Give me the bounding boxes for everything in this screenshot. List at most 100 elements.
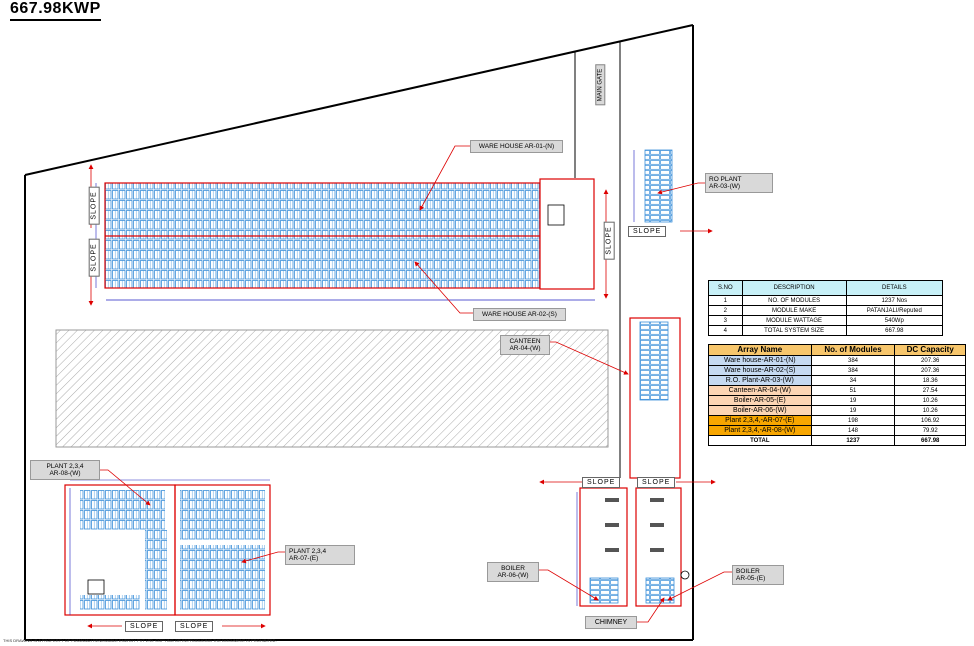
plant-ar08-label-line1: PLANT 2,3,4 [46,463,84,470]
array-table-cell-modules: 384 [810,355,896,366]
slope-label-warehouse-s: SLOPE [88,238,100,277]
warehouse-array [95,178,595,301]
array-table-cell-name: Boiler-AR-05-(E) [708,395,812,406]
ro-plant-label: RO PLANT AR-03-(W) [705,173,773,193]
slope-label-boiler-w: SLOPE [582,477,621,488]
array-table-cell-name: Plant 2,3,4,-AR-08-(W) [708,425,812,436]
ro-plant-label-line2: AR-03-(W) [709,183,741,190]
array-table-cell-modules: 19 [810,395,896,406]
page-title: 667.98KWP [10,0,101,21]
plant-ar08-label-line2: AR-08-(W) [49,470,81,477]
array-table-cell-name: Ware house-AR-01-(N) [708,355,812,366]
canteen-label: CANTEEN AR-04-(W) [500,335,550,355]
array-table-cell-modules: 198 [810,415,896,426]
spec-header-sno: S.NO [708,280,743,296]
spec-table-header: S.NO DESCRIPTION DETAILS [708,280,944,296]
canteen-array [629,317,681,479]
plant-ar07-label-line1: PLANT 2,3,4 [289,548,327,555]
slope-label-east: SLOPE [603,221,615,260]
array-header-dc: DC Capacity [894,344,966,356]
array-table-cell-name: Ware house-AR-02-(S) [708,365,812,376]
array-table-cell-name: Boiler-AR-06-(W) [708,405,812,416]
array-table-cell-modules: 384 [810,365,896,376]
footer-note: THIS DRAWING IS A PROPERTY OF PATANJALI … [3,638,277,643]
spec-header-description: DESCRIPTION [741,280,847,296]
boiler-ar06-label-line1: BOILER [501,565,525,572]
ro-plant-label-line1: RO PLANT [709,176,742,183]
main-gate-label: MAIN GATE [595,64,606,106]
boiler-ar05-label-line1: BOILER [736,568,760,575]
boiler-ar06-label-line2: AR-06-(W) [497,572,529,579]
array-total-cell-name: TOTAL [708,435,812,446]
array-total-cell-dc: 667.98 [894,435,966,446]
main-gate-road [574,42,621,478]
slope-label-plant-e: SLOPE [175,621,214,632]
boiler-ar05-label: BOILER AR-05-(E) [732,565,784,585]
array-table-cell-name: Plant 2,3,4,-AR-07-(E) [708,415,812,426]
boiler-ar06-label: BOILER AR-06-(W) [487,562,539,582]
array-table-cell-dc: 10.26 [894,395,966,406]
array-total-cell-modules: 1237 [810,435,896,446]
warehouse-ar01-label: WARE HOUSE AR-01-(N) [470,140,563,153]
array-table-cell-modules: 51 [810,385,896,396]
canteen-label-line2: AR-04-(W) [509,345,541,352]
warehouse-ar02-label: WARE HOUSE AR-02-(S) [473,308,566,321]
array-table-cell-dc: 207.36 [894,365,966,376]
array-table-header: Array Name No. of Modules DC Capacity [708,344,966,356]
spec-table-cell: 540Wp [845,315,944,326]
slope-label-boiler-e: SLOPE [637,477,676,488]
array-table-cell-modules: 148 [810,425,896,436]
canteen-label-line1: CANTEEN [509,338,541,345]
spec-table-cell: 4 [708,325,743,336]
spec-table-cell: NO. OF MODULES [741,295,847,306]
chimney-label: CHIMNEY [585,616,637,629]
spec-table-cell: 2 [708,305,743,316]
boiler-array [576,487,690,607]
ro-plant-array [633,149,673,223]
slope-label-ro: SLOPE [628,226,667,237]
spec-table-cell: MODULE MAKE [741,305,847,316]
array-table-cell-dc: 79.92 [894,425,966,436]
spec-table-cell: 3 [708,315,743,326]
spec-table-cell: 1237 Nos [845,295,944,306]
array-table-cell-dc: 18.36 [894,375,966,386]
spec-table-cell: 1 [708,295,743,306]
boiler-ar05-label-line2: AR-05-(E) [736,575,766,582]
array-table-cell-dc: 207.36 [894,355,966,366]
array-table: Array Name No. of Modules DC Capacity Wa… [708,344,966,446]
array-table-cell-dc: 106.92 [894,415,966,426]
spec-table-cell: 667.98 [845,325,944,336]
plant-ar07-label-line2: AR-07-(E) [289,555,319,562]
spec-table-cell: PATANJALI/Reputed [845,305,944,316]
spec-table-cell: MODULE WATTAGE [741,315,847,326]
array-table-cell-modules: 19 [810,405,896,416]
array-table-cell-name: Canteen-AR-04-(W) [708,385,812,396]
array-header-name: Array Name [708,344,812,356]
array-table-cell-name: R.O. Plant-AR-03-(W) [708,375,812,386]
array-table-cell-dc: 27.54 [894,385,966,396]
spec-header-details: DETAILS [845,280,944,296]
slope-label-plant-w: SLOPE [125,621,164,632]
plant-array [64,479,271,616]
spec-table-cell: TOTAL SYSTEM SIZE [741,325,847,336]
plant-ar08-label: PLANT 2,3,4 AR-08-(W) [30,460,100,480]
site-boundary [24,24,694,641]
array-header-modules: No. of Modules [810,344,896,356]
slope-label-warehouse-n: SLOPE [88,186,100,225]
plant-ar07-label: PLANT 2,3,4 AR-07-(E) [285,545,355,565]
array-table-cell-modules: 34 [810,375,896,386]
